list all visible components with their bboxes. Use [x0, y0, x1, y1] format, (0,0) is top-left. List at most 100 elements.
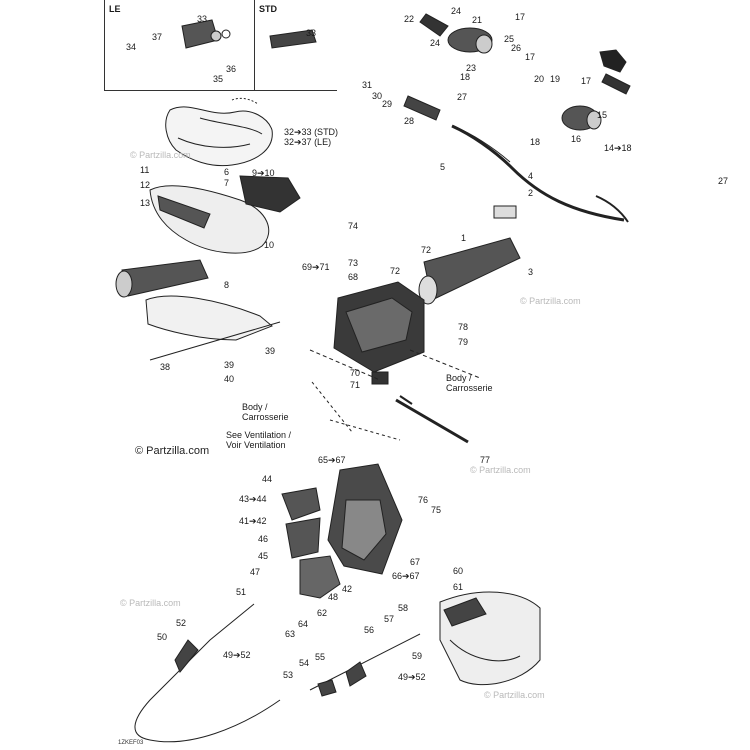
- callout-52: 52: [176, 618, 187, 628]
- callout-24b: 24: [430, 38, 441, 48]
- steering-column-part: [423, 237, 521, 301]
- note-le: 32➔37 (LE): [284, 137, 332, 147]
- note-body-right-1: Body /: [446, 373, 472, 383]
- callout-70: 70: [350, 368, 361, 378]
- callout-37: 37: [152, 32, 163, 42]
- note-vent-1: See Ventilation /: [226, 430, 292, 440]
- callout-17b: 17: [525, 52, 536, 62]
- callout-60: 60: [453, 566, 464, 576]
- note-body-left-2: Carrosserie: [242, 412, 289, 422]
- steering-housing-part: [149, 185, 270, 254]
- callout-53: 53: [283, 670, 294, 680]
- callout-19: 19: [550, 74, 561, 84]
- callout-18a: 18: [460, 72, 471, 82]
- callout-62: 62: [317, 608, 328, 618]
- callout-57: 57: [384, 614, 395, 624]
- callout-50: 50: [157, 632, 168, 642]
- seat-part: [165, 106, 273, 167]
- callout-69-71: 69➔71: [302, 262, 330, 272]
- callout-49-52b: 49➔52: [398, 672, 426, 682]
- callout-67: 67: [410, 557, 421, 567]
- callout-28: 28: [404, 116, 415, 126]
- callout-22: 22: [404, 14, 415, 24]
- callout-10: 10: [264, 240, 275, 250]
- note-body-left-1: Body /: [242, 402, 268, 412]
- callout-39a: 39: [265, 346, 276, 356]
- steering-rod-part: [395, 398, 469, 444]
- callout-21: 21: [472, 15, 483, 25]
- callout-76: 76: [418, 495, 429, 505]
- callout-66-67: 66➔67: [392, 571, 420, 581]
- callout-74: 74: [348, 221, 359, 231]
- callout-27b: 27: [718, 176, 729, 186]
- callout-73: 73: [348, 258, 359, 268]
- callout-39b: 39: [224, 360, 235, 370]
- callout-4: 4: [528, 171, 534, 181]
- callout-61: 61: [453, 582, 464, 592]
- callout-7: 7: [224, 178, 230, 188]
- callout-26: 26: [511, 43, 522, 53]
- callout-64: 64: [298, 619, 309, 629]
- callout-38: 38: [160, 362, 171, 372]
- callout-49-52a: 49➔52: [223, 650, 251, 660]
- callout-20: 20: [534, 74, 545, 84]
- callout-79: 79: [458, 337, 469, 347]
- callout-8: 8: [224, 280, 230, 290]
- callout-3: 3: [528, 267, 534, 277]
- callout-72a: 72: [421, 245, 432, 255]
- callout-27a: 27: [457, 92, 468, 102]
- callout-18b: 18: [530, 137, 541, 147]
- callout-71: 71: [350, 380, 361, 390]
- callout-5: 5: [440, 162, 446, 172]
- callout-12: 12: [140, 180, 151, 190]
- watermark-main: © Partzilla.com: [135, 445, 210, 457]
- note-std: 32➔33 (STD): [284, 127, 339, 137]
- callout-6: 6: [224, 167, 230, 177]
- callout-63: 63: [285, 629, 296, 639]
- callout-44: 44: [262, 474, 273, 484]
- callout-23: 23: [466, 63, 477, 73]
- callout-31: 31: [362, 80, 373, 90]
- callout-68: 68: [348, 272, 359, 282]
- callout-24a: 24: [451, 6, 462, 16]
- callout-15: 15: [597, 110, 608, 120]
- callout-25: 25: [504, 34, 515, 44]
- inset-std-label: STD: [259, 4, 277, 14]
- callout-75: 75: [431, 505, 442, 515]
- note-vent-2: Voir Ventilation: [226, 440, 286, 450]
- inset-le-label: LE: [109, 4, 121, 14]
- callout-16: 16: [571, 134, 582, 144]
- callout-1: 1: [461, 233, 467, 243]
- handlebar-part: [451, 124, 625, 222]
- callout-77: 77: [480, 455, 491, 465]
- callout-36: 36: [226, 64, 237, 74]
- drawing-code: 1ZKEF03: [118, 740, 144, 746]
- callout-33b: 33: [306, 28, 317, 38]
- callout-54: 54: [299, 658, 310, 668]
- watermark-faint-1: © Partzilla.com: [520, 296, 581, 306]
- callout-56: 56: [364, 625, 375, 635]
- callout-17a: 17: [515, 12, 526, 22]
- callout-43-44: 43➔44: [239, 494, 267, 504]
- callout-48: 48: [328, 592, 339, 602]
- callout-14-18: 14➔18: [604, 143, 632, 153]
- callout-58: 58: [398, 603, 409, 613]
- callout-65-67: 65➔67: [318, 455, 346, 465]
- inset-divider: [254, 0, 255, 90]
- callout-11: 11: [140, 165, 150, 175]
- callout-47: 47: [250, 567, 261, 577]
- callout-45: 45: [258, 551, 269, 561]
- callout-34: 34: [126, 42, 137, 52]
- callout-2: 2: [528, 188, 534, 198]
- steering-cable-part: [134, 603, 281, 743]
- callout-46: 46: [258, 534, 269, 544]
- callout-41-42: 41➔42: [239, 516, 267, 526]
- callout-55: 55: [315, 652, 326, 662]
- watermark-faint-3: © Partzilla.com: [470, 465, 531, 475]
- watermark-faint-4: © Partzilla.com: [120, 598, 181, 608]
- callout-40: 40: [224, 374, 235, 384]
- callout-13: 13: [140, 198, 151, 208]
- callout-42: 42: [342, 584, 353, 594]
- callout-72b: 72: [390, 266, 401, 276]
